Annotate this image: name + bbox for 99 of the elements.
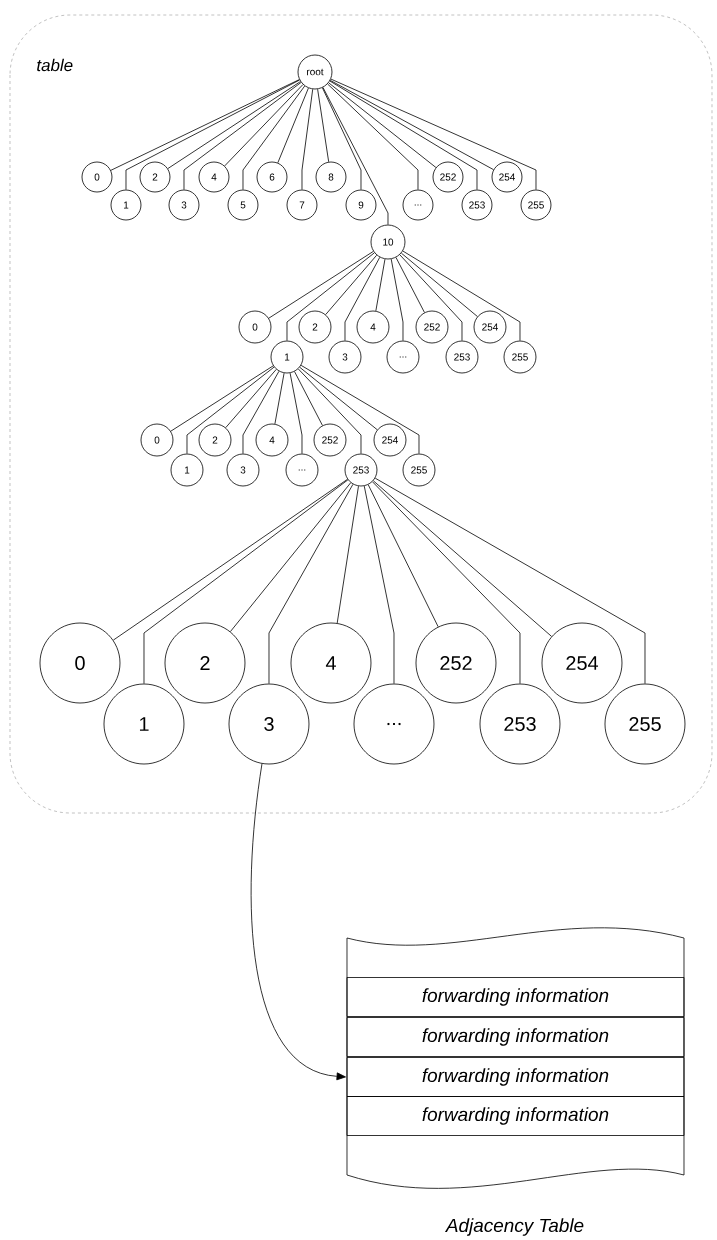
- tree-line: [395, 257, 425, 313]
- tree-node: 2: [198, 423, 232, 457]
- tree-node: 8: [315, 161, 347, 193]
- table-row: forwarding information: [346, 1096, 685, 1136]
- tree-node: 252: [415, 622, 497, 704]
- tree-line: [327, 83, 419, 190]
- tree-line: [336, 485, 359, 624]
- tree-line: [268, 483, 354, 684]
- tree-node: 3: [226, 453, 260, 487]
- tree-node: 255: [503, 340, 537, 374]
- tree-node: 1: [110, 189, 142, 221]
- tree-line: [125, 79, 300, 190]
- tree-node: 255: [402, 453, 436, 487]
- tree-line: [372, 481, 521, 684]
- tree-line: [367, 484, 439, 628]
- tree-line: [375, 258, 386, 312]
- tree-line: [329, 79, 494, 171]
- tree-line: [143, 479, 349, 684]
- tree-line: [374, 477, 646, 684]
- tree-line: [112, 478, 348, 641]
- table-row: forwarding information: [346, 1017, 685, 1057]
- tree-line: [277, 87, 309, 164]
- tree-node: 6: [256, 161, 288, 193]
- tree-line: [363, 485, 395, 684]
- tree-node: 252: [432, 161, 464, 193]
- tree-node: 4: [290, 622, 372, 704]
- tree-line: [230, 482, 352, 632]
- tree-line: [400, 252, 478, 317]
- tree-node: 253: [461, 189, 493, 221]
- tree-line: [274, 372, 285, 425]
- node-label: Adjacency Table: [444, 1218, 584, 1236]
- tree-node: 3: [168, 189, 200, 221]
- tree-node: 2: [139, 161, 171, 193]
- tree-node: 0: [140, 423, 174, 457]
- tree-node: 3: [228, 683, 310, 765]
- tree-node: 1: [170, 453, 204, 487]
- tree-node: 2: [298, 310, 332, 344]
- table-row: forwarding information: [346, 1057, 685, 1097]
- tree-line: [329, 80, 478, 190]
- tree-node: 5: [227, 189, 259, 221]
- tree-line: [186, 366, 275, 454]
- tree-node: 255: [604, 683, 686, 765]
- tree-line: [110, 79, 300, 171]
- tree-node: 254: [541, 622, 623, 704]
- tree-node: 4: [356, 310, 390, 344]
- tree-node: ...: [386, 340, 420, 374]
- tree-line: [372, 480, 552, 637]
- arrow: [250, 763, 346, 1081]
- tree-node: root: [297, 54, 333, 90]
- tree-line: [170, 365, 274, 432]
- tree-node: 7: [286, 189, 318, 221]
- tree-node: 9: [345, 189, 377, 221]
- tree-node: ...: [285, 453, 319, 487]
- tree-node: 254: [491, 161, 523, 193]
- tree-line: [301, 88, 314, 190]
- tree-line: [299, 366, 378, 431]
- tree-node: ...: [353, 683, 435, 765]
- table-row: forwarding information: [346, 977, 685, 1017]
- tree-node: 253: [479, 683, 561, 765]
- tree-node: 253: [344, 453, 378, 487]
- tree-line: [289, 372, 303, 454]
- tree-node: 0: [238, 310, 272, 344]
- tree-line: [224, 84, 304, 167]
- tree-line: [390, 258, 404, 341]
- tree-node: 254: [373, 423, 407, 457]
- tree-line: [225, 369, 277, 428]
- tree-node: 0: [39, 622, 121, 704]
- tree-line: [242, 85, 306, 190]
- tree-node: 1: [270, 340, 304, 374]
- tree-node: 4: [198, 161, 230, 193]
- tree-line: [297, 368, 362, 454]
- tree-line: [330, 78, 537, 190]
- tree-line: [268, 251, 374, 319]
- tree-line: [167, 81, 301, 169]
- tree-node: 252: [313, 423, 347, 457]
- tree-line: [344, 256, 381, 341]
- tree-node: 4: [255, 423, 289, 457]
- tree-node: 253: [445, 340, 479, 374]
- tree-node: 2: [164, 622, 246, 704]
- tree-node: 1: [103, 683, 185, 765]
- tree-line: [399, 254, 463, 341]
- tree-node: 252: [415, 310, 449, 344]
- tree-line: [183, 82, 302, 190]
- tree-node: ...: [402, 189, 434, 221]
- tree-line: [325, 254, 378, 315]
- tree-node: 254: [473, 310, 507, 344]
- tree-node: 3: [328, 340, 362, 374]
- tree-node: 10: [370, 224, 406, 260]
- tree-line: [322, 87, 362, 190]
- tree-node: 255: [520, 189, 552, 221]
- tree-node: 0: [81, 161, 113, 193]
- tree-line: [300, 364, 420, 454]
- tree-line: [242, 370, 280, 454]
- tree-line: [402, 250, 521, 341]
- tree-line: [328, 82, 437, 168]
- tree-line: [317, 88, 330, 163]
- tree-line: [294, 371, 323, 426]
- tree-line: [286, 252, 375, 341]
- tree-line: [322, 87, 389, 225]
